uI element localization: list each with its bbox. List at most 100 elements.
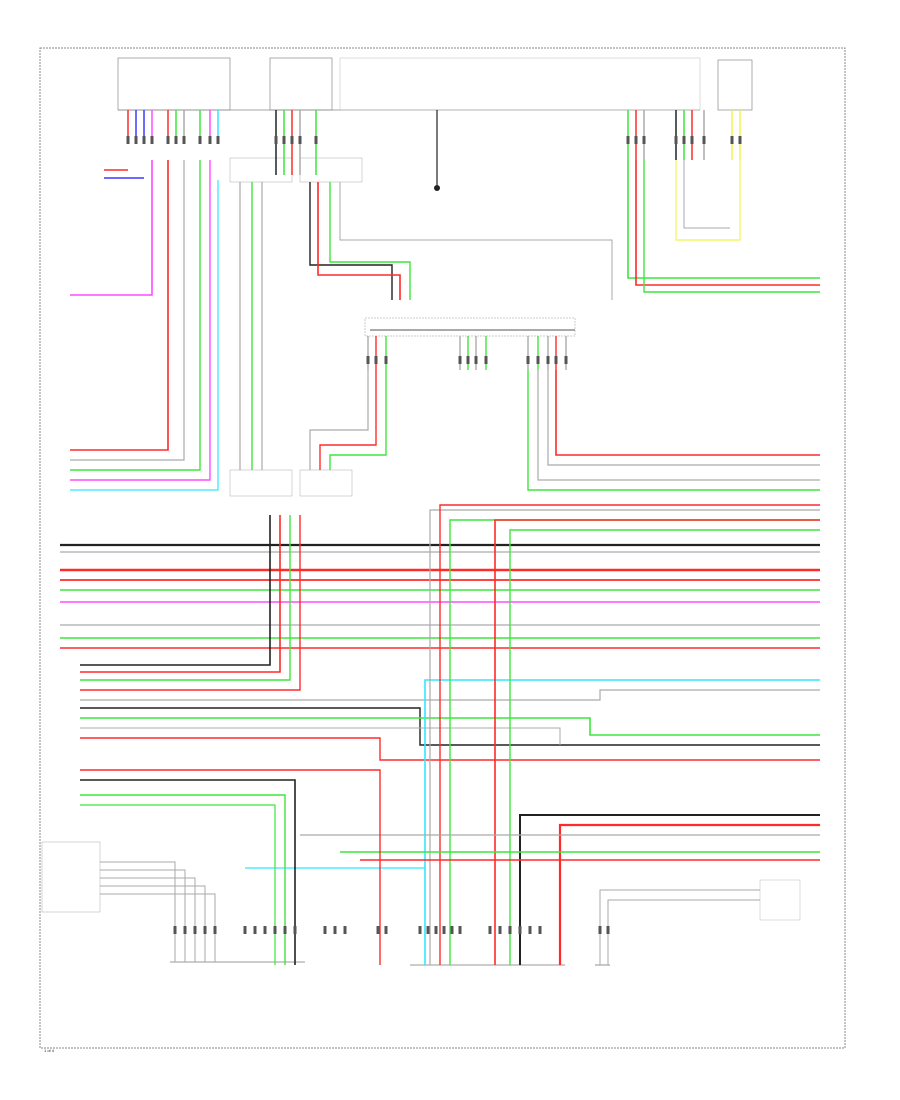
connector-pin [166,136,170,144]
connector-pin [150,136,154,144]
connector-pin [142,136,146,144]
connector-pin [323,926,327,934]
wire-black-long [519,814,820,965]
connector-pin [434,926,438,934]
wire-long-green [449,519,820,965]
wire-pink-left-2 [70,160,211,481]
wire-long-red [439,504,820,965]
connector-pin [203,926,207,934]
wire-green-right [527,370,820,491]
connector-pin [293,926,297,934]
wire-red-right [555,370,820,456]
wire-black-junction [309,182,393,300]
wire-gray-loop [683,160,730,229]
wire-lower-green-2 [80,717,820,736]
wire-red-long-2 [494,519,820,965]
connector-pin [442,926,446,934]
connector-pin [598,926,602,934]
wire-right-green [627,160,820,279]
connector-pin [213,926,217,934]
wire-cyan-left [70,180,219,491]
connector-pin [384,356,388,364]
connector-pin [290,136,294,144]
connector-pin [216,136,220,144]
connector-pin [343,926,347,934]
connector-top-main [118,57,701,111]
connector-pin [674,136,678,144]
wire-lower-black-2 [80,707,820,746]
connector-pin [526,356,530,364]
connector-pin [690,136,694,144]
wire-cyan-long [424,679,820,965]
wire-green-left [70,160,201,471]
connector-pin [488,926,492,934]
connector-pin [384,926,388,934]
wire-bottom-left [100,869,186,962]
connector-pin [458,356,462,364]
wire-gray-right [547,370,820,466]
wire-bottom-right-2 [607,899,760,965]
junction-block-center [364,317,576,337]
wire-long-gray [429,509,820,965]
wire-gray-right-2 [537,370,820,481]
wire-pink-left [70,160,153,296]
connector-pin [193,926,197,934]
wire-lower-red [80,515,281,673]
connector-pin [298,136,302,144]
wire-green-bottom [80,794,286,965]
connector-pin [730,136,734,144]
wire-bottom-left [100,893,216,962]
wire-lower-gray-2 [80,727,561,745]
connector-pin [682,136,686,144]
diagram-border [39,47,846,1049]
connector-pin [134,136,138,144]
connector-pin [484,356,488,364]
connector-pin [738,136,742,144]
connector-pin [546,356,550,364]
connector-pin [314,136,318,144]
connector-bottom-left [41,841,305,963]
footer-code: 1 of 4 [44,1048,55,1053]
connector-pin [474,356,478,364]
wire-bottom-left [100,885,206,962]
connector-pin [198,136,202,144]
connector-pin [173,926,177,934]
connector-pin [634,136,638,144]
wire-gray-junction [339,182,613,300]
connector-pin [333,926,337,934]
connector-pin [642,136,646,144]
wire-lower-green [80,515,291,681]
wire-green-bottom-2 [80,804,276,965]
wire-right-green-2 [643,160,820,293]
connector-pin [702,136,706,144]
connector-pin [450,926,454,934]
connector-pin [374,356,378,364]
connector-pin [366,356,370,364]
connector-pin [283,926,287,934]
connector-top-right [717,59,753,111]
connector-top-mid [269,57,333,111]
wire-red-junction [317,182,401,300]
connector-pin [253,926,257,934]
wire-red-bottom [80,769,381,965]
connector-pin [466,356,470,364]
connector-pin [554,356,558,364]
connector-pin [536,356,540,364]
wire-harness [60,110,820,965]
connector-pin [183,926,187,934]
wire-lower-black [80,515,271,666]
wire-gray-left [70,160,185,461]
wire-bottom-left [100,861,176,962]
connector-pin [564,356,568,364]
connector-pin [626,136,630,144]
connector-pin [376,926,380,934]
connector-pin [528,926,532,934]
connector-pin [606,926,610,934]
wire-lower-red-2 [80,515,301,691]
connector-pin [518,926,522,934]
connector-pin [182,136,186,144]
wire-right-red [635,160,820,286]
connector-pin [418,926,422,934]
wire-bottom-left [100,877,196,962]
connector-pin [426,926,430,934]
